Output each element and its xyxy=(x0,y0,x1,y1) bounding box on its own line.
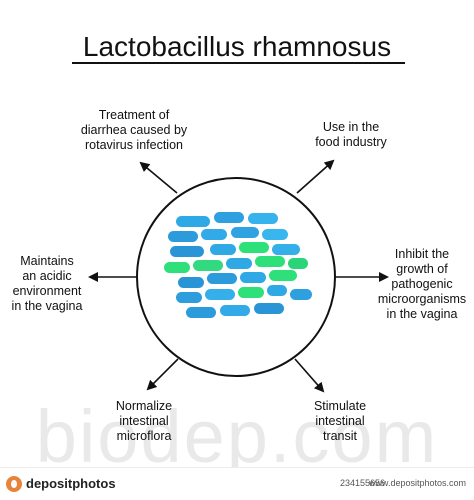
label-bottom-left: Normalize intestinal microflora xyxy=(115,399,173,443)
depositphotos-logo-icon xyxy=(6,476,22,492)
watermark: biodep.com xyxy=(35,395,439,478)
label-bottom-right: Stimulate intestinal transit xyxy=(313,399,367,443)
bacteria-cluster xyxy=(164,212,312,318)
title-underline xyxy=(72,62,405,64)
label-right: Inhibit the growth of pathogenic microor… xyxy=(377,247,467,321)
arrow-bottom-left xyxy=(146,358,179,391)
arrow-top-right xyxy=(296,159,335,194)
stock-footer-bar: depositphotos 234155656 www.depositphoto… xyxy=(0,467,474,500)
label-top-right: Use in the food industry xyxy=(315,120,387,149)
arrow-top-left xyxy=(139,161,178,194)
arrow-bottom-right xyxy=(294,358,325,393)
footer-url: www.depositphotos.com xyxy=(368,478,466,488)
label-left: Maintains an acidic environment in the v… xyxy=(11,254,83,313)
label-top-left: Treatment of diarrhea caused by rotaviru… xyxy=(80,108,188,152)
footer-brand: depositphotos xyxy=(26,476,116,491)
diagram-title: Lactobacillus rhamnosus xyxy=(82,31,392,62)
footer-image-id: 234155656 xyxy=(340,478,386,488)
